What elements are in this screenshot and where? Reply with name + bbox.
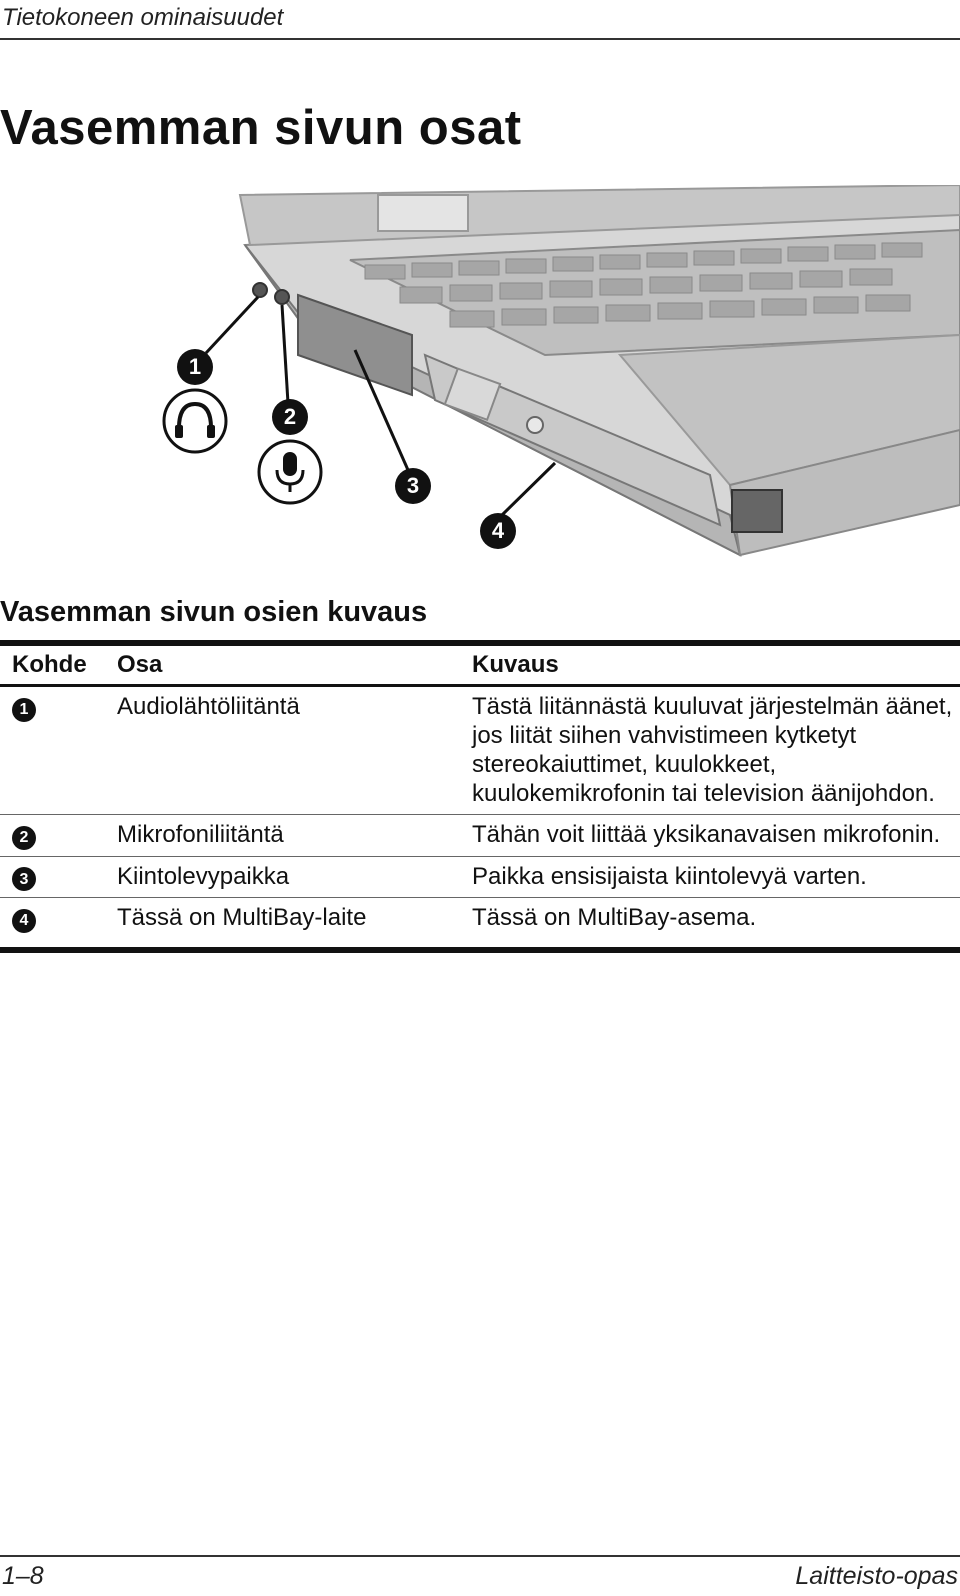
- part-cell: Kiintolevypaikka: [117, 862, 290, 890]
- header-description: Kuvaus: [472, 651, 559, 678]
- header-rule: [0, 38, 960, 40]
- part-cell: Mikrofoniliitäntä: [117, 821, 284, 848]
- item-number-badge: 1: [12, 697, 36, 722]
- callout-3: 3: [395, 468, 431, 504]
- header-part: Osa: [117, 651, 163, 678]
- callout-4: 4: [480, 513, 516, 549]
- page-number: 1–8: [2, 1562, 44, 1590]
- description-cell: Tässä on MultiBay-asema.: [472, 904, 757, 931]
- laptop-left-side-figure: 1 2 3 4: [150, 185, 960, 565]
- running-header: Tietokoneen ominaisuudet: [2, 4, 284, 31]
- item-number-badge: 2: [12, 825, 36, 850]
- description-cell: Tästä liitännästä kuuluvat järjestelmän …: [472, 693, 953, 807]
- table-row: 2 Mikrofoniliitäntä Tähän voit liittää y…: [0, 815, 960, 857]
- part-cell: Tässä on MultiBay-laite: [117, 904, 367, 931]
- table-header-row: Kohde Osa Kuvaus: [0, 646, 960, 687]
- part-cell: Audiolähtöliitäntä: [117, 693, 300, 720]
- description-cell: Paikka ensisijaista kiintolevyä varten.: [472, 862, 867, 890]
- item-number-badge: 4: [12, 908, 36, 933]
- header-item: Kohde: [12, 651, 87, 678]
- headphones-icon: [162, 388, 228, 454]
- microphone-icon: [257, 439, 323, 505]
- table-row: 3 Kiintolevypaikka Paikka ensisijaista k…: [0, 857, 960, 898]
- callout-1: 1: [177, 349, 213, 385]
- description-cell: Tähän voit liittää yksikanavaisen mikrof…: [472, 821, 941, 848]
- document-title: Laitteisto-opas: [795, 1562, 958, 1590]
- components-table: Kohde Osa Kuvaus 1 Audiolähtöliitäntä Tä…: [0, 640, 960, 953]
- table-row: 1 Audiolähtöliitäntä Tästä liitännästä k…: [0, 687, 960, 815]
- callout-2: 2: [272, 399, 308, 435]
- item-number-badge: 3: [12, 867, 36, 891]
- page-title: Vasemman sivun osat: [0, 101, 522, 155]
- footer-rule: [0, 1555, 960, 1557]
- section-title: Vasemman sivun osien kuvaus: [0, 596, 428, 628]
- table-row: 4 Tässä on MultiBay-laite Tässä on Multi…: [0, 898, 960, 947]
